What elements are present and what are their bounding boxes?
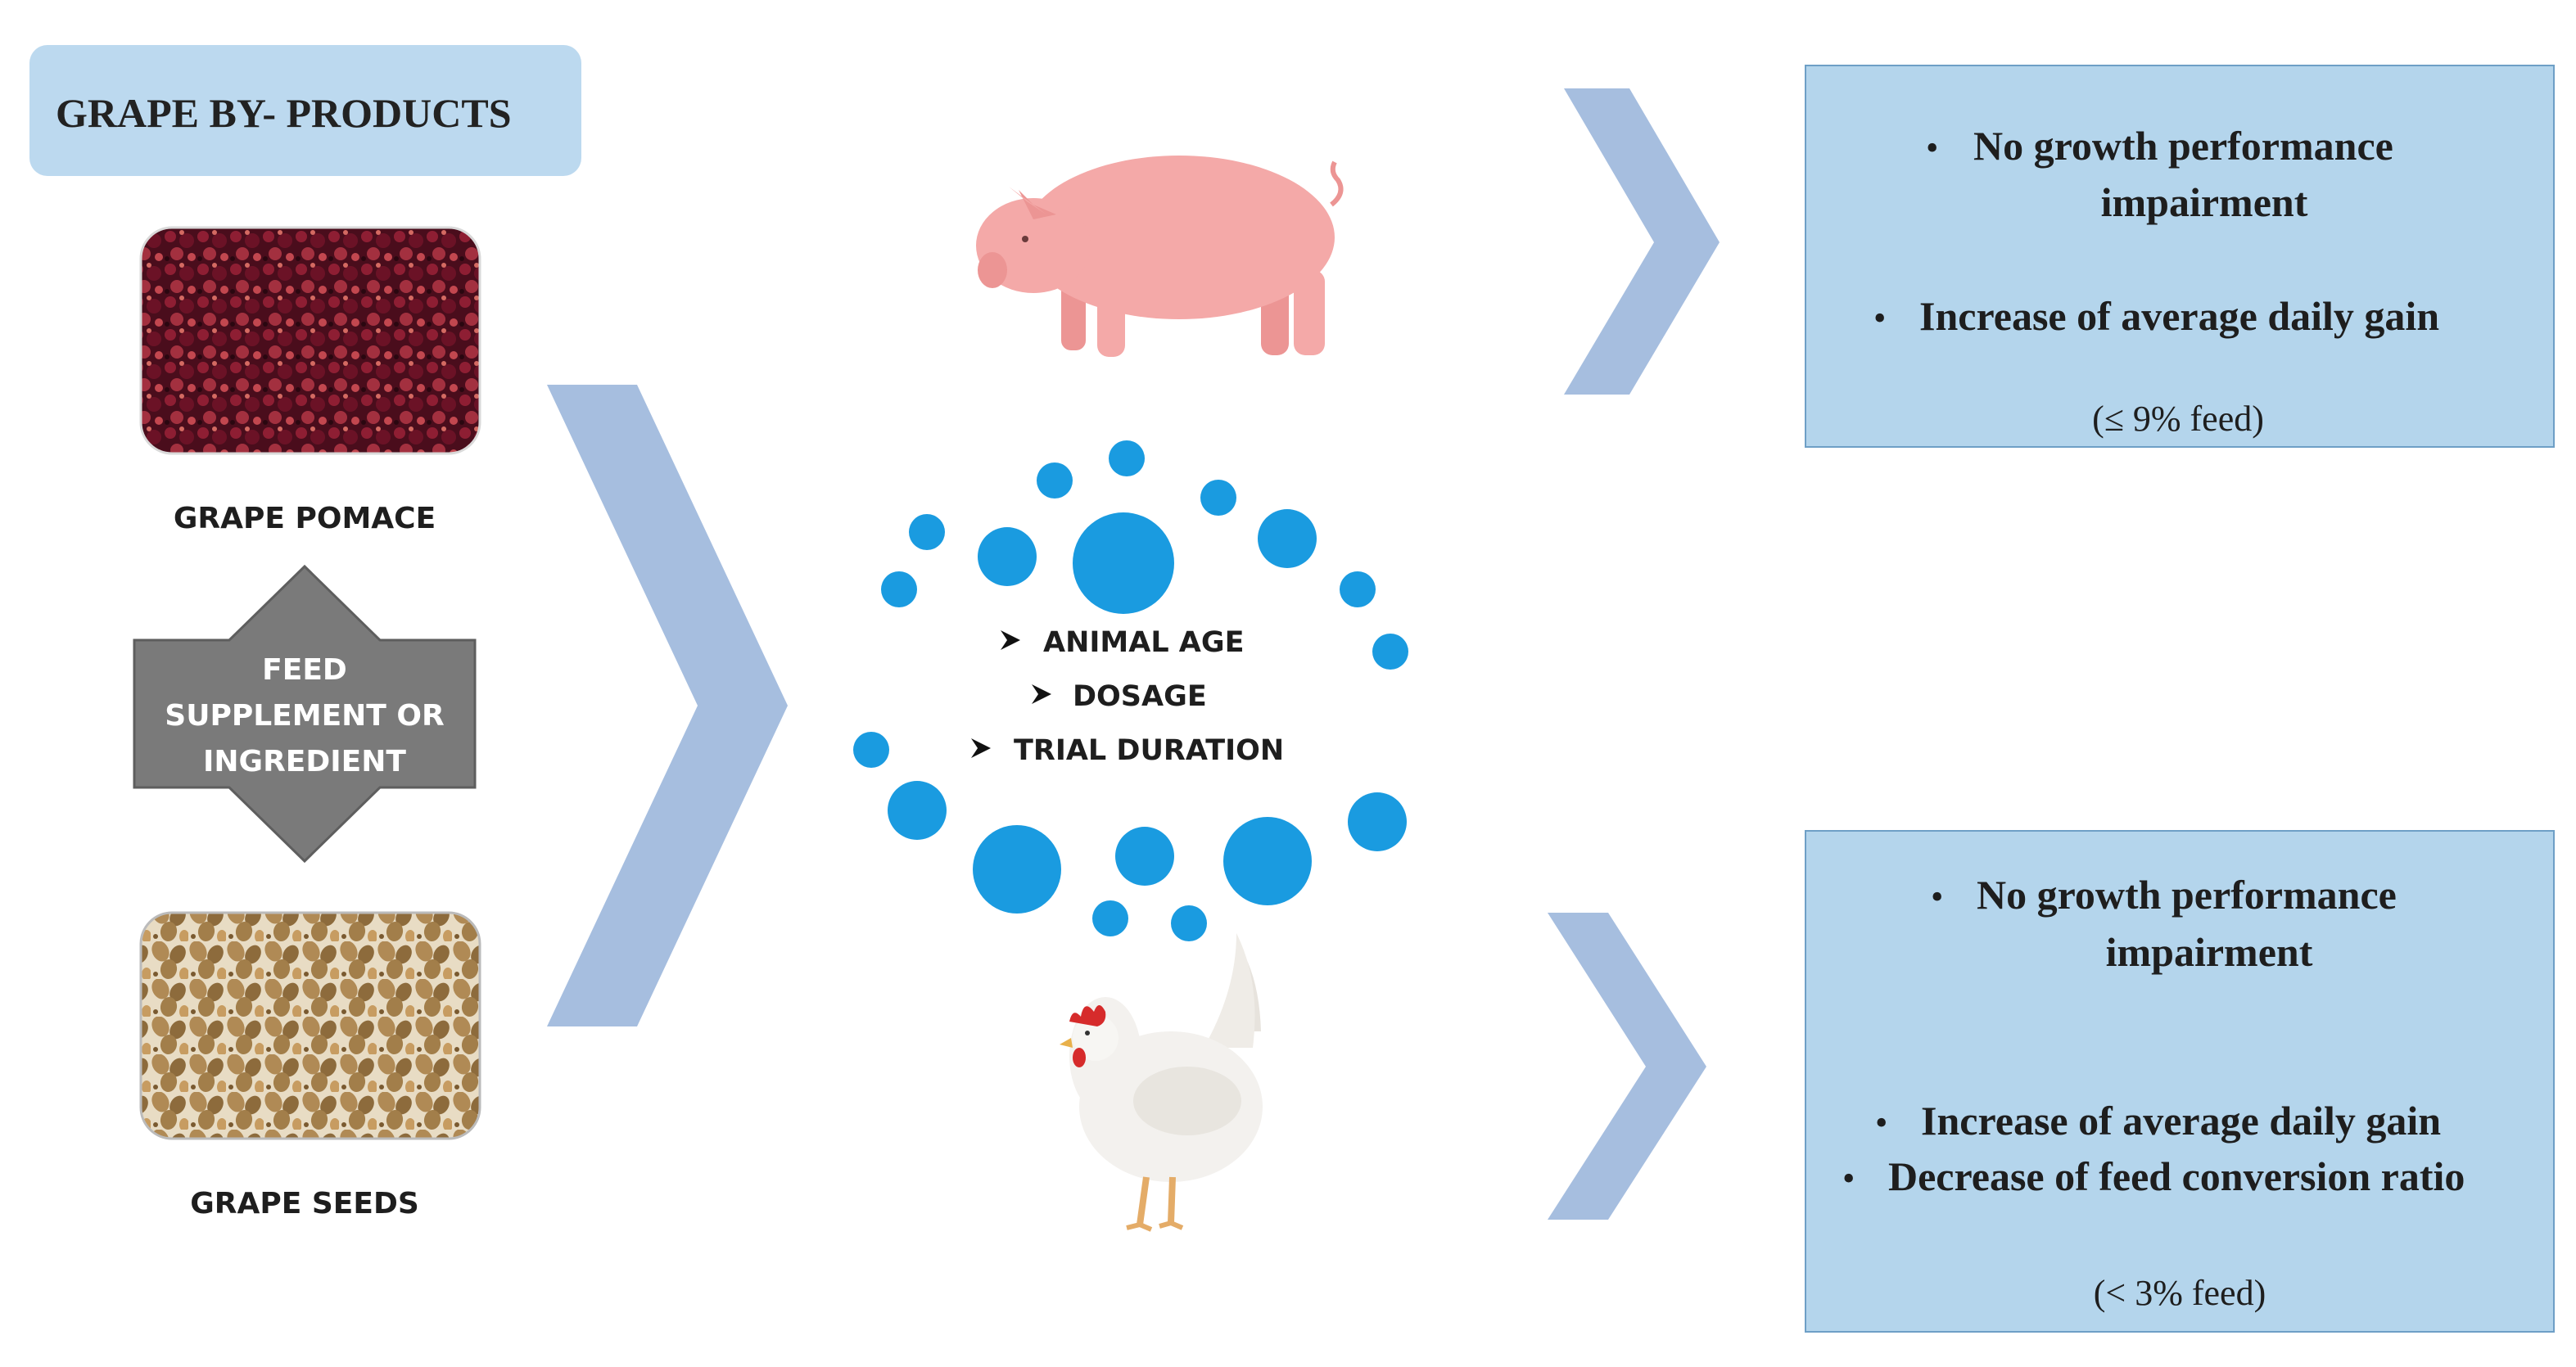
chicken-bullet-3-line-1: Decrease of feed conversion ratio [1888, 1153, 2465, 1199]
factor-item: TRIAL DURATION [971, 734, 1284, 767]
chicken-bullet-1-dot: • [1931, 877, 1943, 917]
factor-item: DOSAGE [1032, 680, 1207, 713]
pig-outcome-box: • No growth performance impairment • Inc… [1805, 65, 2555, 448]
chicken-outcome-chevron [1548, 913, 1706, 1220]
pig-bullet-2-dot: • [1873, 298, 1886, 338]
pig-icon [976, 156, 1344, 357]
ring-dot [978, 527, 1037, 586]
chicken-bullet-3-dot: • [1842, 1158, 1855, 1198]
factor-animal-age: ANIMAL AGE [1043, 626, 1245, 659]
ring-dot [973, 825, 1061, 914]
ring-dot [881, 571, 917, 607]
main-chevron [547, 385, 788, 1026]
grape-pomace-label: GRAPE POMACE [174, 502, 436, 535]
header-title: GRAPE BY- PRODUCTS [56, 90, 512, 136]
ring-dot [1340, 571, 1376, 607]
pig-bullet-1-line-1: No growth performance [1973, 123, 2393, 169]
chicken-outcome-note: (< 3% feed) [2094, 1273, 2266, 1313]
chicken-bullet-1-line-2: impairment [2106, 929, 2313, 975]
ring-dot [1200, 480, 1236, 516]
chicken-outcome-box: • No growth performance impairment • Inc… [1805, 830, 2555, 1333]
chicken-bullet-2-dot: • [1875, 1103, 1887, 1143]
pig-bullet-2-line-1: Increase of average daily gain [1919, 293, 2439, 339]
factor-dot-ring [853, 440, 1408, 941]
ring-dot [1348, 792, 1407, 851]
ring-dot [1115, 827, 1174, 886]
grape-seeds-image [139, 911, 481, 1140]
ring-dot [1223, 817, 1312, 905]
ring-dot [909, 514, 945, 550]
feed-label-line-3: INGREDIENT [203, 745, 406, 778]
ring-dot [1037, 462, 1073, 499]
ring-dot [1372, 634, 1408, 670]
ring-dot [1109, 440, 1145, 476]
grape-pomace-image [139, 226, 481, 455]
feed-label-line-1: FEED [262, 653, 347, 687]
chicken-bullet-2-line-1: Increase of average daily gain [1921, 1098, 2441, 1144]
factor-dosage: DOSAGE [1073, 680, 1207, 713]
feed-supplement-arrow: FEED SUPPLEMENT OR INGREDIENT [133, 564, 477, 864]
ring-dot [888, 781, 947, 840]
factor-item: ANIMAL AGE [1001, 626, 1245, 659]
ring-dot [853, 732, 889, 768]
factor-trial-duration: TRIAL DURATION [1014, 734, 1284, 767]
pig-outcome-chevron [1564, 88, 1720, 395]
feed-label-line-2: SUPPLEMENT OR [165, 699, 444, 733]
ring-dot [1258, 509, 1317, 568]
pig-bullet-1-line-2: impairment [2101, 179, 2308, 225]
ring-dot [1073, 512, 1174, 614]
grape-seeds-label: GRAPE SEEDS [190, 1187, 419, 1220]
pig-outcome-note: (≤ 9% feed) [2092, 399, 2264, 439]
ring-dot [1171, 905, 1207, 941]
pig-bullet-1-dot: • [1926, 128, 1938, 168]
ring-dot [1092, 900, 1128, 936]
chicken-bullet-1-line-1: No growth performance [1977, 872, 2397, 918]
chicken-icon [1060, 933, 1263, 1232]
header-box: GRAPE BY- PRODUCTS [29, 45, 581, 176]
factor-list: ANIMAL AGE DOSAGE TRIAL DURATION [971, 626, 1284, 767]
